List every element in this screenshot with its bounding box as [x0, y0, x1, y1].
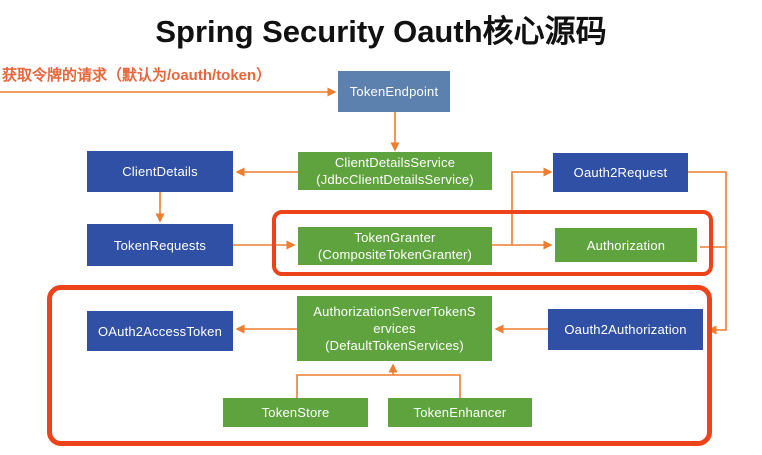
node-oauth2-authorization: Oauth2Authorization [548, 309, 703, 350]
highlight-box-tokenservices-section [47, 285, 712, 446]
node-auth-server-token-services-line2: ervices [373, 321, 416, 336]
arrow-oauth2request-to-oauth2authorization [688, 171, 727, 335]
node-oauth2-request-label: Oauth2Request [573, 165, 668, 180]
node-token-store: TokenStore [223, 398, 368, 427]
node-token-enhancer-label: TokenEnhancer [413, 405, 507, 420]
node-token-granter-line2: (CompositeTokenGranter) [317, 247, 473, 262]
page-title: Spring Security Oauth核心源码 [155, 14, 607, 49]
token-request-annotation: 获取令牌的请求（默认为/oauth/token） [2, 67, 272, 84]
node-token-store-label: TokenStore [261, 405, 330, 420]
node-client-details-label: ClientDetails [122, 164, 198, 179]
node-authorization-server-token-services: AuthorizationServerTokenS ervices (Defau… [297, 296, 492, 361]
node-auth-server-token-services-line3: (DefaultTokenServices) [325, 338, 464, 353]
highlight-box-tokengranter-row [272, 210, 713, 276]
node-authorization-label: Authorization [586, 237, 666, 253]
line-tokenstore-tokenenhancer-join [296, 374, 461, 398]
node-oauth2-access-token: OAuth2AccessToken [87, 311, 233, 351]
node-token-granter-line1: TokenGranter [354, 230, 436, 245]
node-client-details-service: ClientDetailsService (JdbcClientDetailsS… [298, 152, 492, 190]
node-token-enhancer: TokenEnhancer [388, 398, 532, 427]
node-auth-server-token-services-line1: AuthorizationServerTokenS [313, 304, 476, 319]
node-token-endpoint-label: TokenEndpoint [349, 84, 439, 99]
node-client-details-service-line2: (JdbcClientDetailsService) [316, 172, 474, 187]
node-oauth2-request: Oauth2Request [553, 153, 688, 192]
node-client-details: ClientDetails [87, 151, 233, 192]
node-oauth2-access-token-label: OAuth2AccessToken [97, 323, 223, 339]
node-client-details-service-line1: ClientDetailsService [334, 155, 456, 170]
node-token-endpoint: TokenEndpoint [338, 71, 450, 112]
node-oauth2-authorization-label: Oauth2Authorization [564, 322, 687, 337]
node-token-granter: TokenGranter (CompositeTokenGranter) [298, 227, 492, 265]
node-authorization: Authorization [555, 228, 697, 262]
node-token-requests: TokenRequests [87, 224, 233, 266]
arrow-tokengranter-to-oauth2request [511, 167, 553, 245]
node-token-requests-label: TokenRequests [113, 237, 207, 253]
